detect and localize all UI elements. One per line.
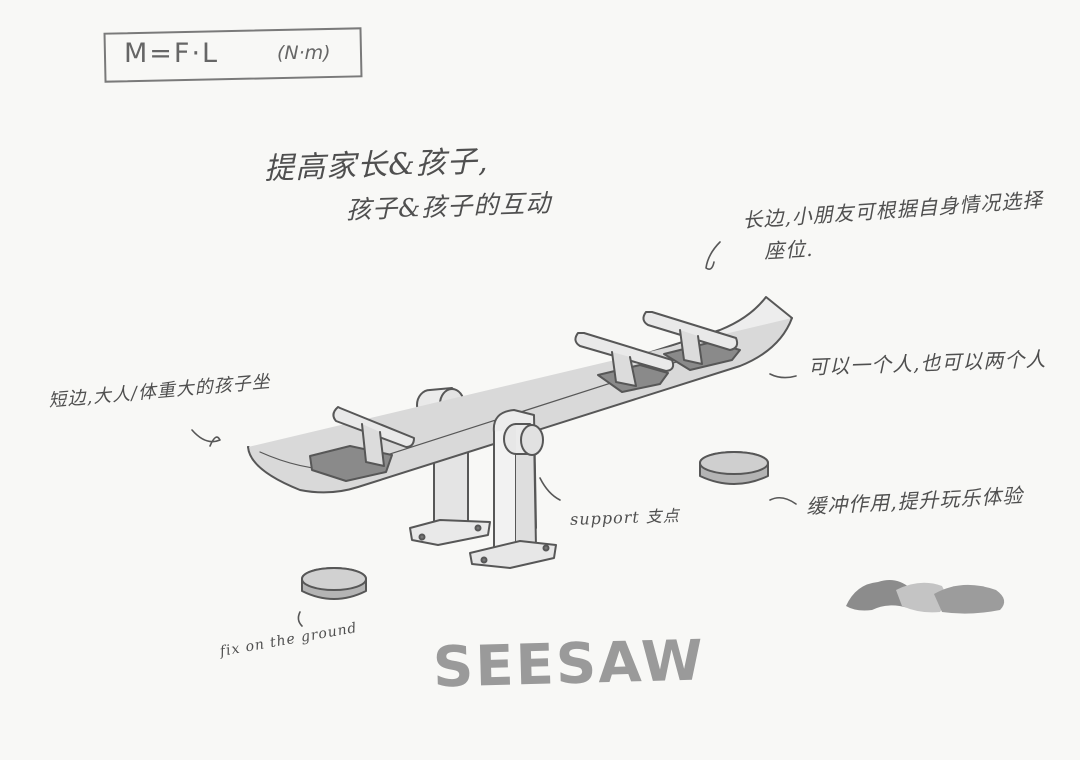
formula-text: M=F·L: [124, 38, 220, 69]
color-swatch: [846, 580, 1005, 614]
support-note: support 支点: [569, 506, 681, 529]
annotation-leaders: [191, 241, 797, 627]
front-pivot-cylinder: [503, 423, 544, 456]
formula-unit: (N·m): [277, 42, 331, 64]
goal-note-line2: 孩子&孩子的互动: [345, 188, 552, 225]
long-side-handle-2: [642, 311, 739, 365]
sketch-title: SEESAW: [432, 628, 706, 701]
long-side-handle-1: [574, 332, 675, 387]
rear-support-leg: [409, 451, 491, 546]
goal-note-line1: 提高家长&孩子,: [263, 144, 489, 187]
short-side-handle: [332, 406, 415, 467]
buffer-pad-ground: [301, 567, 367, 600]
long-side-note-line2: 座位.: [763, 236, 815, 264]
long-side-seat-pad-2: [663, 341, 741, 371]
buffer-pad-right: [699, 451, 769, 485]
